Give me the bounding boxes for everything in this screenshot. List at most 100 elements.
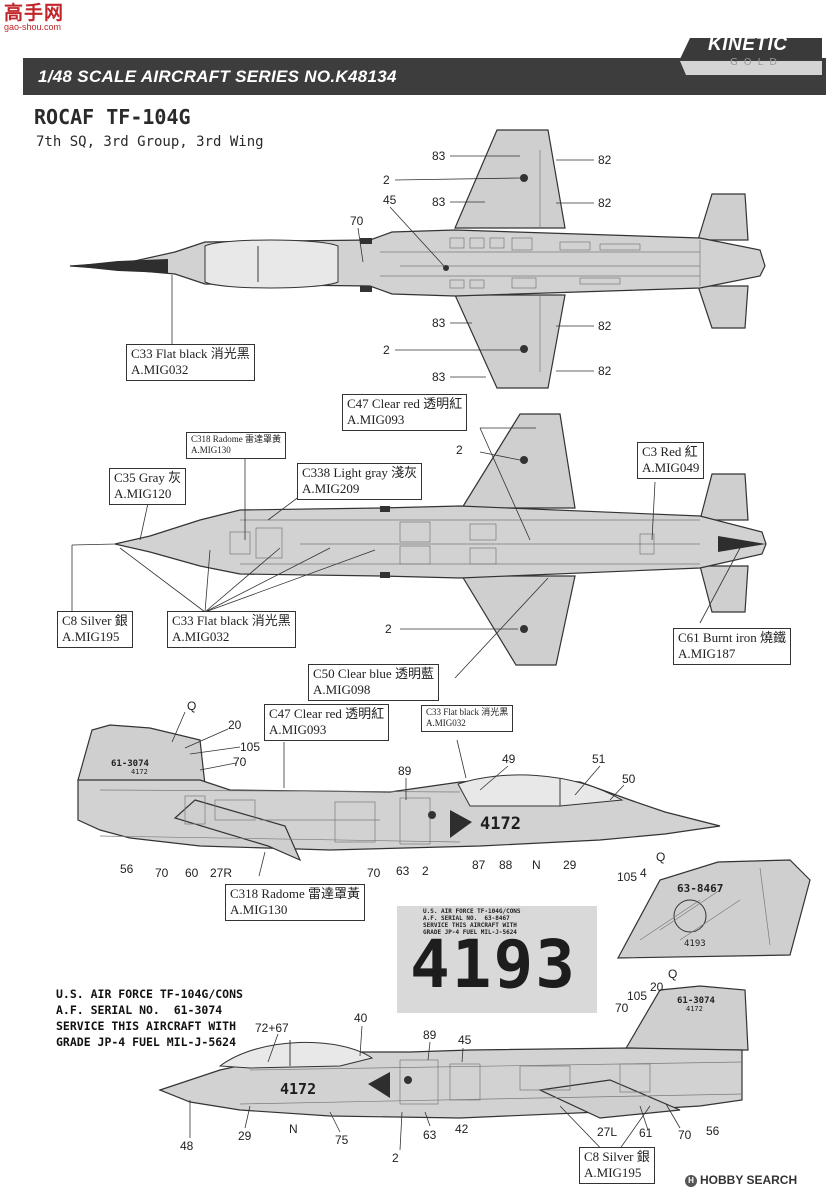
right-tail-serial: 61-3074 <box>111 759 150 769</box>
decal-number: 82 <box>598 364 612 378</box>
decal-number: 83 <box>432 370 446 384</box>
decal-number: Q <box>187 699 197 713</box>
series-title: 1/48 SCALE AIRCRAFT SERIES NO.K48134 <box>38 67 397 86</box>
left-side-aircraft <box>158 985 749 1119</box>
decal-number: 105 <box>627 989 648 1003</box>
right-nose-number: 4172 <box>480 814 521 834</box>
decal-number: 56 <box>706 1124 720 1138</box>
decal-number: 72+67 <box>255 1021 289 1035</box>
decal-number: 56 <box>120 862 134 876</box>
decal-number: 83 <box>432 316 446 330</box>
watermark-logo: 高手网 gao-shou.com <box>4 4 64 32</box>
decal-number: 89 <box>423 1028 437 1042</box>
bottom-view-leaders <box>71 427 741 679</box>
servicing-stencil-text: U.S. AIR FORCE TF-104G/CONS A.F. SERIAL … <box>56 987 243 1049</box>
decal-number: 49 <box>502 752 516 766</box>
decal-number: 70 <box>233 755 247 769</box>
decal-number: N <box>289 1122 298 1136</box>
decal-number: 70 <box>155 866 169 880</box>
decal-number: 88 <box>499 858 513 872</box>
decal-number: 105 <box>617 870 638 884</box>
decal-number: 42 <box>455 1122 469 1136</box>
decal-number: Q <box>656 850 666 864</box>
bottom-view-aircraft <box>114 413 767 666</box>
brand-name: KINETIC <box>708 34 788 55</box>
unit-subtitle: 7th SQ, 3rd Group, 3rd Wing <box>36 134 264 150</box>
right-side-leaders <box>171 711 625 877</box>
decal-number: 70 <box>367 866 381 880</box>
top-view-aircraft <box>69 129 766 389</box>
right-tail-number: 4172 <box>131 768 148 776</box>
decal-number: 61 <box>639 1126 653 1140</box>
brand-logo-badge <box>680 38 822 75</box>
decal-number: 2 <box>383 173 390 187</box>
tail-detail-number: 4193 <box>684 939 706 949</box>
serial-detail-number: 4193 <box>410 926 577 1003</box>
decal-number: 60 <box>185 866 199 880</box>
decal-number: 63 <box>396 864 410 878</box>
decal-number: 20 <box>650 980 664 994</box>
brand-subtitle: GOLD <box>730 57 783 68</box>
decal-number: 4 <box>640 866 647 880</box>
decal-number: 70 <box>350 214 364 228</box>
tail-detail-view <box>616 859 811 959</box>
hobby-search-text: HOBBY SEARCH <box>700 1173 798 1187</box>
left-nose-number: 4172 <box>280 1080 316 1098</box>
decal-number: 50 <box>622 772 636 786</box>
decal-number: 70 <box>678 1128 692 1142</box>
decal-number: 2 <box>392 1151 399 1165</box>
decal-number: 45 <box>458 1033 472 1047</box>
decal-number: 82 <box>598 153 612 167</box>
decal-number: Q <box>668 967 678 981</box>
decal-number: 20 <box>228 718 242 732</box>
decal-number: 70 <box>615 1001 629 1015</box>
serial-detail-stencil: U.S. AIR FORCE TF-104G/CONS A.F. SERIAL … <box>423 908 521 936</box>
watermark-url: gao-shou.com <box>4 22 62 32</box>
decal-number: 29 <box>563 858 577 872</box>
decal-number: 45 <box>383 193 397 207</box>
tail-detail-serial: 63-8467 <box>677 882 723 895</box>
decal-number: 82 <box>598 196 612 210</box>
decal-number: 75 <box>335 1133 349 1147</box>
left-tail-serial: 61-3074 <box>677 996 716 1006</box>
decal-number: 27L <box>597 1125 618 1139</box>
decal-number: 83 <box>432 195 446 209</box>
decal-number: 29 <box>238 1129 252 1143</box>
serial-detail-panel <box>397 906 597 1013</box>
decal-number: 105 <box>240 740 261 754</box>
decal-number: 83 <box>432 149 446 163</box>
decal-number: 51 <box>592 752 606 766</box>
decal-number: 63 <box>423 1128 437 1142</box>
aircraft-title: ROCAF TF-104G <box>34 105 191 129</box>
decal-number: 27R <box>210 866 233 880</box>
decal-number: 87 <box>472 858 486 872</box>
left-tail-number: 4172 <box>686 1005 703 1013</box>
decal-number: 82 <box>598 319 612 333</box>
watermark-text: 高手网 <box>4 2 65 24</box>
decal-number: N <box>532 858 541 872</box>
decal-number: 2 <box>383 343 390 357</box>
decal-number: 89 <box>398 764 412 778</box>
right-side-aircraft <box>77 724 721 862</box>
decal-number: 48 <box>180 1139 194 1153</box>
decal-number: 2 <box>456 443 463 457</box>
top-view-leaders <box>171 155 594 378</box>
decal-number: 2 <box>422 864 429 878</box>
